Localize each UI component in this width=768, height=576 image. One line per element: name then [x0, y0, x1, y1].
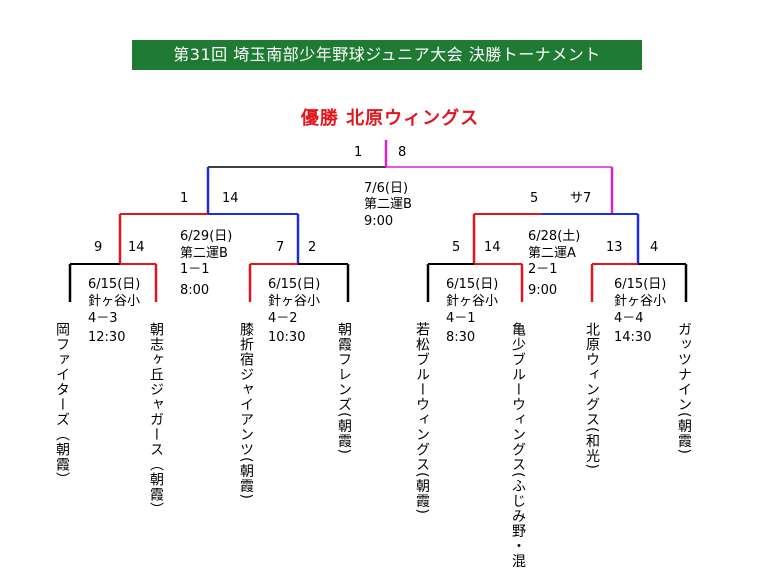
semi-right-score-left: 5 — [530, 191, 539, 206]
qf1-result: 4－3 — [88, 311, 118, 326]
champion-label: 優勝 北原ウィングス — [300, 108, 480, 129]
qf4-date: 6/15(日) — [614, 277, 667, 292]
semi-left-time: 8:00 — [180, 283, 210, 298]
qf1-date: 6/15(日) — [88, 277, 141, 292]
final-date: 7/6(日) — [364, 181, 409, 196]
qf2-score-right: 2 — [308, 240, 317, 255]
qf4-result: 4－4 — [614, 311, 644, 326]
team-1: 岡ファイターズ（朝霞） — [54, 322, 70, 487]
semi-left-date: 6/29(日) — [180, 229, 233, 244]
semi-left-venue: 第二運B — [180, 246, 228, 261]
team-6: 亀少ブルーウィングス(ふじみ野・混 — [510, 322, 526, 569]
team-2: 朝志ヶ丘ジャガース（朝霞） — [148, 322, 164, 517]
page-title: 第31回 埼玉南部少年野球ジュニア大会 決勝トーナメント — [132, 40, 642, 70]
semi-right-time: 9:00 — [528, 283, 558, 298]
final-score-left: 1 — [354, 145, 363, 160]
qf3-time: 8:30 — [446, 330, 476, 345]
qf2-score-left: 7 — [276, 240, 285, 255]
team-4: 朝霞フレンズ(朝霞) — [336, 322, 352, 455]
team-7: 北原ウィングス(和光) — [584, 322, 600, 470]
qf3-venue: 針ヶ谷小 — [446, 294, 499, 309]
qf4-venue: 針ヶ谷小 — [614, 294, 667, 309]
qf1-score-right: 14 — [128, 240, 145, 255]
team-3: 膝折宿ジャイアンツ(朝霞) — [238, 322, 254, 500]
final-venue: 第二運B — [364, 197, 412, 212]
team-8: ガッツナイン(朝霞) — [676, 322, 692, 455]
semi-right-venue: 第二運A — [528, 246, 576, 261]
qf1-venue: 針ヶ谷小 — [88, 294, 141, 309]
semi-right-score-right: サ7 — [570, 191, 592, 206]
final-score-right: 8 — [398, 145, 407, 160]
qf2-result: 4－2 — [268, 311, 298, 326]
qf3-score-right: 14 — [484, 240, 501, 255]
qf1-score-left: 9 — [94, 240, 103, 255]
qf3-score-left: 5 — [452, 240, 461, 255]
final-time: 9:00 — [364, 214, 394, 229]
semi-left-score-right: 14 — [222, 191, 239, 206]
semi-right-result: 2－1 — [528, 262, 558, 277]
qf4-score-right: 4 — [650, 240, 659, 255]
qf4-score-left: 13 — [606, 240, 623, 255]
qf3-date: 6/15(日) — [446, 277, 499, 292]
semi-left-score-left: 1 — [180, 191, 189, 206]
qf2-venue: 針ヶ谷小 — [268, 294, 321, 309]
qf4-time: 14:30 — [614, 330, 652, 345]
qf2-date: 6/15(日) — [268, 277, 321, 292]
qf2-time: 10:30 — [268, 330, 306, 345]
team-5: 若松ブルーウィングス(朝霞) — [414, 322, 430, 515]
semi-right-date: 6/28(土) — [528, 229, 581, 244]
semi-left-result: 1－1 — [180, 262, 210, 277]
qf1-time: 12:30 — [88, 330, 126, 345]
qf3-result: 4－1 — [446, 311, 476, 326]
